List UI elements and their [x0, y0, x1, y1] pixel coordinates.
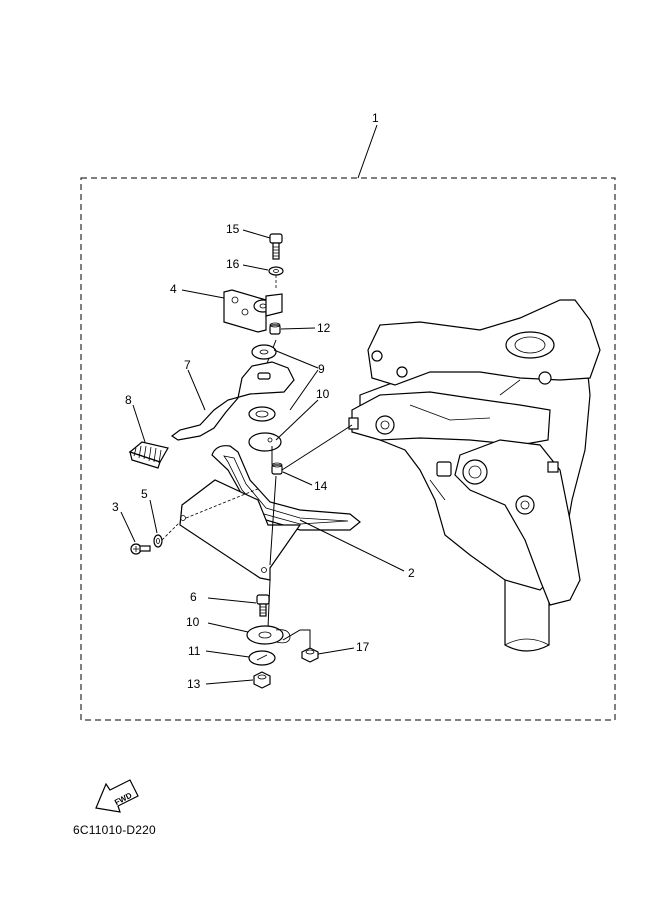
callout-2: 2	[408, 566, 415, 580]
washer-10a	[248, 432, 282, 452]
callout-16: 16	[226, 257, 240, 271]
bolt-15	[269, 233, 283, 260]
callout-14: 14	[314, 479, 328, 493]
bolt-6	[256, 594, 270, 617]
plate-2	[179, 445, 361, 581]
assembly-boundary	[80, 177, 616, 721]
callout-4: 4	[170, 282, 177, 296]
washer-16	[268, 266, 284, 276]
callout-17: 17	[356, 640, 370, 654]
washer-10b	[246, 625, 284, 645]
callout-10a: 10	[316, 387, 330, 401]
callout-10b: 10	[186, 615, 200, 629]
callout-12: 12	[317, 321, 331, 335]
callout-3: 3	[112, 500, 119, 514]
washer-5	[153, 534, 163, 548]
callout-8: 8	[125, 393, 132, 407]
callout-6: 6	[190, 590, 197, 604]
callout-9: 9	[318, 362, 325, 376]
nut-12	[269, 322, 281, 335]
washer-9a	[251, 344, 277, 360]
callout-5: 5	[141, 487, 148, 501]
diagram-code: 6C11010-D220	[73, 823, 156, 837]
nut-14	[271, 462, 283, 475]
plate-7	[170, 361, 295, 441]
callout-13: 13	[187, 677, 201, 691]
bracket-4	[223, 289, 283, 333]
pad-8	[128, 441, 169, 469]
fwd-arrow-icon: FWD	[95, 779, 139, 813]
callout-15: 15	[226, 222, 240, 236]
nut-17	[301, 647, 319, 663]
callout-7: 7	[184, 358, 191, 372]
washer-11	[248, 650, 276, 666]
callout-11: 11	[188, 644, 201, 658]
callout-1: 1	[372, 111, 379, 125]
washer-9b	[248, 406, 276, 422]
nut-13	[253, 671, 271, 689]
swivel-bracket	[348, 299, 601, 652]
screw-3	[130, 543, 151, 555]
